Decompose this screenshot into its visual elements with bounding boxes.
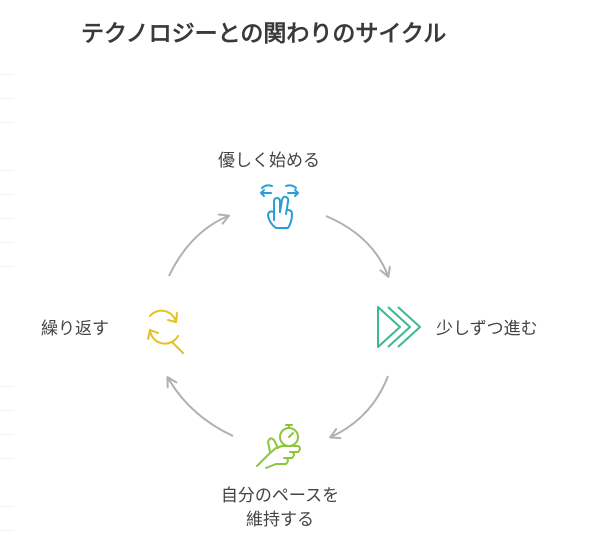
edge-tick (0, 530, 14, 531)
edge-tick (0, 266, 14, 267)
edge-tick (0, 242, 14, 243)
edge-tick (0, 410, 14, 411)
node-label-bottom-line1: 自分のペースを (220, 486, 340, 506)
edge-tick (0, 434, 14, 435)
edge-tick (0, 98, 14, 99)
hand-stopwatch-icon (256, 424, 301, 469)
arrow-top-to-right (325, 215, 391, 278)
edge-tick (0, 458, 14, 459)
diagram-title: テクノロジーとの関わりのサイクル (81, 21, 447, 47)
refresh-search-icon (147, 309, 184, 354)
edge-tick (0, 122, 14, 123)
node-label-left: 繰り返す (41, 319, 109, 339)
node-label-right: 少しずつ進む (436, 319, 538, 339)
node-label-bottom-line2: 維持する (246, 510, 314, 530)
arrow-left-to-top (168, 213, 230, 277)
edge-tick (0, 386, 14, 387)
edge-tick (0, 194, 14, 195)
touch-gesture-icon (260, 184, 299, 229)
arrow-right-to-bottom (329, 375, 389, 440)
node-label-top: 優しく始める (218, 151, 320, 171)
node-label-bottom: 自分のペースを 維持する (200, 484, 360, 532)
edge-tick (0, 170, 14, 171)
edge-tick (0, 74, 14, 75)
arrow-bottom-to-left (166, 376, 234, 437)
fast-forward-icon (377, 306, 421, 348)
edge-tick (0, 506, 14, 507)
edge-tick (0, 218, 14, 219)
